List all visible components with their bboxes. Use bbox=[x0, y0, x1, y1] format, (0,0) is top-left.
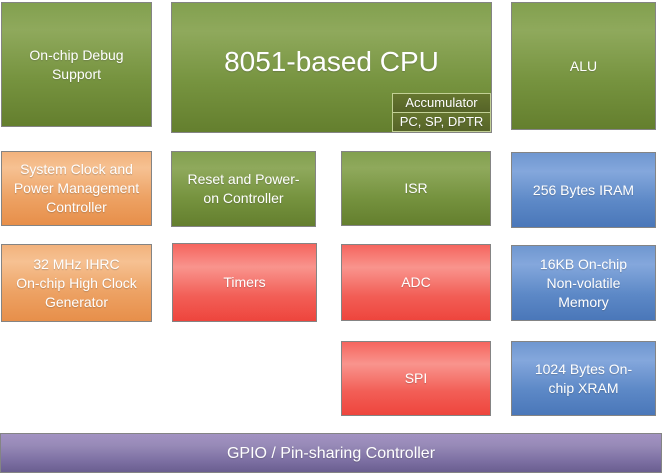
block-pc-sp-dptr: PC, SP, DPTR bbox=[392, 112, 491, 132]
block-on-chip-debug-support: On-chip Debug Support bbox=[1, 2, 152, 127]
block-system-clock-power-management: System Clock and Power Management Contro… bbox=[1, 151, 152, 226]
cpu-register-stack: Accumulator PC, SP, DPTR bbox=[392, 93, 491, 132]
cpu-block-label: 8051-based CPU bbox=[224, 45, 439, 77]
block-label: ALU bbox=[569, 57, 598, 74]
block-32mhz-ihrc-clock-generator: 32 MHz IHRC On-chip High Clock Generator bbox=[1, 244, 152, 322]
block-label: ISR bbox=[404, 180, 428, 196]
block-label: 1024 Bytes On- chip XRAM bbox=[534, 360, 633, 396]
block-gpio-pin-sharing-controller: GPIO / Pin-sharing Controller bbox=[0, 433, 662, 473]
block-1024-bytes-xram: 1024 Bytes On- chip XRAM bbox=[511, 341, 656, 416]
block-label: System Clock and Power Management Contro… bbox=[13, 161, 140, 215]
block-isr: ISR bbox=[341, 151, 491, 226]
block-label: 256 Bytes IRAM bbox=[532, 181, 635, 198]
block-reset-power-on-controller: Reset and Power- on Controller bbox=[171, 151, 316, 227]
block-label: 16KB On-chip Non-volatile Memory bbox=[539, 255, 628, 310]
block-16kb-nonvolatile-memory: 16KB On-chip Non-volatile Memory bbox=[511, 245, 656, 321]
block-timers: Timers bbox=[172, 243, 317, 322]
block-spi: SPI bbox=[341, 341, 491, 416]
block-alu: ALU bbox=[511, 2, 656, 130]
block-label: ADC bbox=[401, 274, 431, 290]
block-label: Timers bbox=[223, 274, 266, 290]
block-label: SPI bbox=[404, 370, 428, 386]
block-accumulator: Accumulator bbox=[392, 93, 491, 113]
block-label: Reset and Power- on Controller bbox=[187, 171, 300, 206]
block-8051-cpu: 8051-based CPU Accumulator PC, SP, DPTR bbox=[171, 2, 492, 133]
block-label: 32 MHz IHRC On-chip High Clock Generator bbox=[16, 255, 137, 310]
block-256-bytes-iram: 256 Bytes IRAM bbox=[511, 152, 656, 228]
block-label: On-chip Debug Support bbox=[29, 46, 124, 82]
block-adc: ADC bbox=[341, 244, 491, 321]
block-label: GPIO / Pin-sharing Controller bbox=[226, 444, 436, 462]
